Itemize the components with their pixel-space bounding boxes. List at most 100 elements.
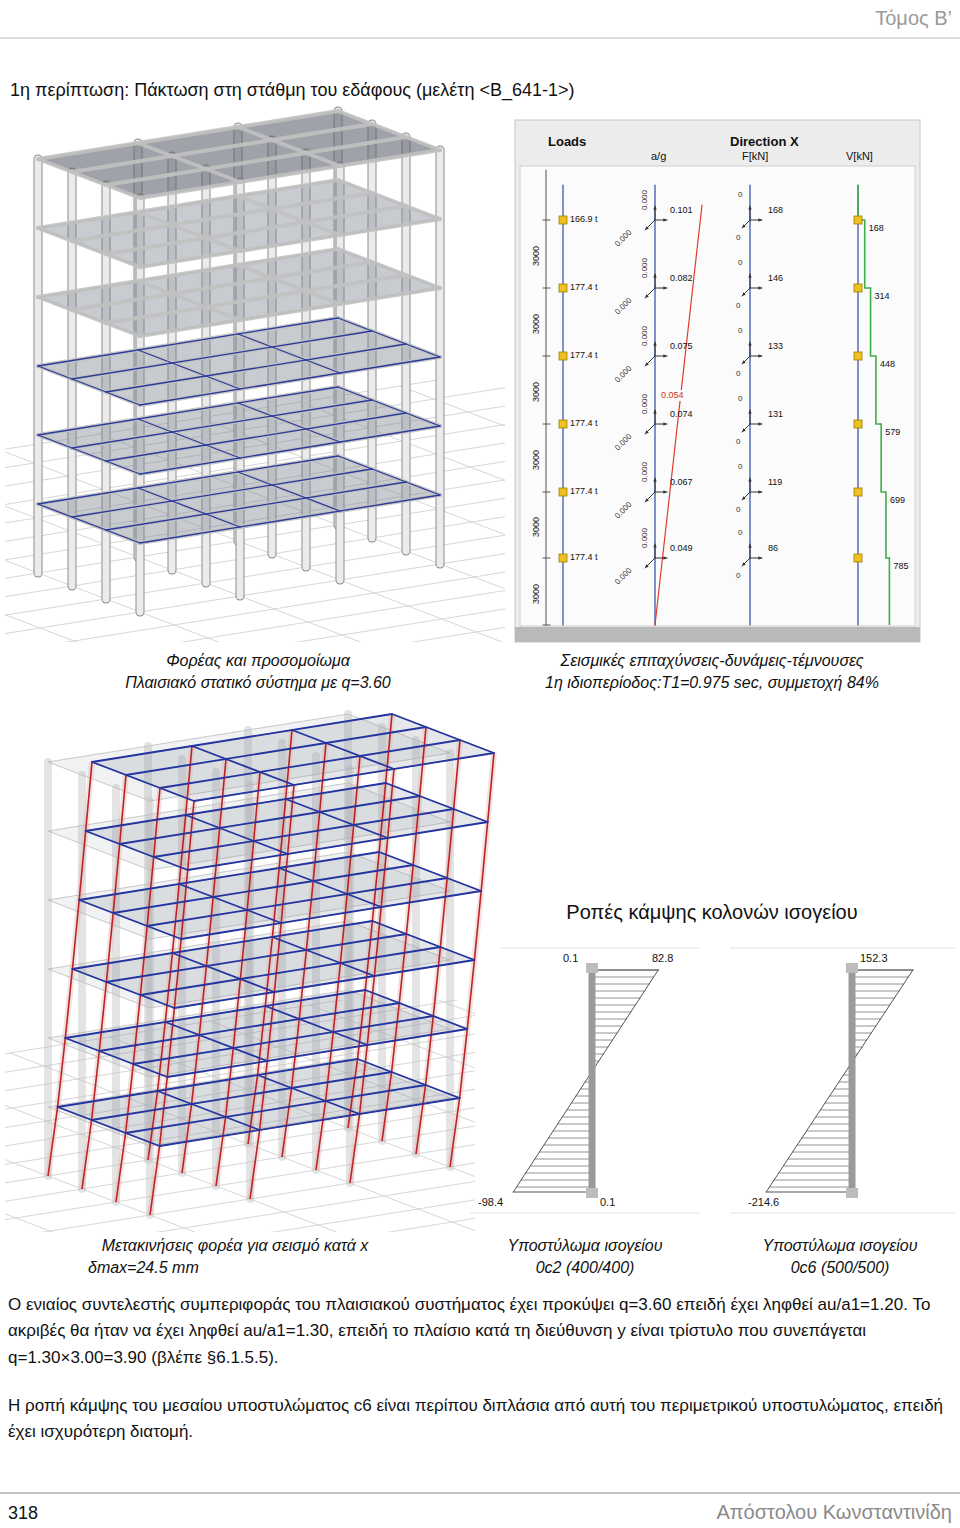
moment-outline — [852, 970, 913, 971]
beam-axis — [72, 400, 372, 448]
figure-caption: 0c2 (400/400) — [536, 1258, 635, 1277]
moment-hatch — [852, 1019, 881, 1020]
shear-marker — [854, 488, 862, 496]
beam-axis — [338, 318, 440, 357]
deformed-beam — [65, 990, 365, 1038]
beam-axis — [238, 472, 340, 511]
storey-height: 3000 — [531, 314, 542, 334]
deformed-beam — [167, 1029, 467, 1077]
deformed-beam — [106, 934, 406, 982]
arrow-line — [645, 288, 655, 298]
moment-hatch — [774, 1180, 852, 1181]
beam-axis — [140, 426, 440, 474]
shear-value: 314 — [875, 291, 890, 302]
arrow-head — [653, 342, 656, 346]
acceleration-distribution — [655, 205, 702, 625]
arrow-head — [748, 544, 751, 548]
footer-rule — [0, 1493, 960, 1494]
moment-hatch — [820, 1110, 852, 1111]
beam — [238, 127, 340, 166]
moment-hatch — [592, 984, 649, 985]
beam-axis — [106, 344, 406, 392]
moment-hatch — [535, 1159, 592, 1160]
deformed-beam — [133, 1016, 433, 1064]
shear-marker — [854, 284, 862, 292]
zero-value: 0.000 — [640, 394, 650, 414]
moment-hatch — [567, 1110, 592, 1111]
figure-caption: Πλαισιακό στατικό σύστημα με q=3.60 — [125, 673, 391, 692]
acceleration-value: 0.075 — [670, 341, 693, 352]
shear-value: 785 — [893, 561, 908, 572]
page-title: 1η περίπτωση: Πάκτωση στη στάθμη του εδά… — [10, 80, 575, 102]
beam-axis — [238, 403, 340, 442]
arrow-head — [742, 224, 746, 228]
arrow-head — [758, 422, 762, 425]
arrow-line — [742, 558, 750, 566]
acceleration-value: 0.054 — [660, 390, 685, 401]
deformed-beam — [272, 937, 374, 976]
beam-axis — [338, 456, 440, 495]
deformed-beam — [86, 831, 188, 870]
beam — [38, 297, 140, 336]
deformed-beam — [188, 822, 488, 870]
acceleration-value: 0.049 — [670, 543, 693, 554]
moment-hatch — [549, 1138, 592, 1139]
deformed-beam — [279, 868, 381, 907]
arrow-head — [742, 428, 746, 432]
beam — [38, 111, 338, 159]
force-value: 168 — [768, 205, 783, 216]
beam — [38, 318, 338, 366]
frame-model — [38, 111, 440, 612]
zero-value: 0 — [736, 233, 740, 243]
grid-line — [5, 426, 505, 642]
beam — [138, 143, 240, 182]
chart-plot-area — [520, 166, 915, 626]
grid-line — [5, 450, 505, 642]
moment-value: 82.8 — [652, 952, 673, 965]
arrow-head — [645, 294, 649, 298]
deformed-beam — [365, 990, 467, 1029]
deformed-column-body — [48, 762, 92, 1176]
moment-hatch — [592, 1005, 635, 1006]
arrow-head — [758, 286, 762, 289]
arrow-head — [645, 564, 649, 568]
beam — [338, 180, 440, 219]
zero-value: 0.000 — [640, 326, 650, 346]
figure-caption: Φορέας και προσομοίωμα — [166, 651, 350, 670]
seismic-chart — [543, 170, 889, 625]
shear-value: 448 — [880, 359, 895, 370]
moment-value: -98.4 — [478, 1196, 503, 1209]
storey-mass: 177.4 t — [570, 418, 598, 429]
arrow-head — [748, 478, 751, 482]
shear-marker — [854, 216, 862, 224]
shear-marker — [854, 420, 862, 428]
ground-grid — [5, 1000, 475, 1232]
deformed-beam — [181, 891, 481, 939]
arrow-head — [748, 410, 751, 414]
moment-hatch — [592, 991, 645, 992]
moment-value: -214.6 — [748, 1196, 779, 1209]
shear-marker — [854, 352, 862, 360]
beam — [38, 159, 140, 198]
page-number: 318 — [8, 1503, 38, 1525]
deformed-beam — [86, 783, 386, 831]
moment-hatch — [811, 1124, 852, 1125]
figure-caption: 1η ιδιοπερίοδος:T1=0.975 sec, συμμετοχή … — [545, 673, 879, 692]
mass-marker — [559, 488, 567, 496]
zero-value: 0 — [736, 437, 740, 447]
column-node — [846, 1188, 858, 1198]
mass-marker — [559, 420, 567, 428]
figure-caption: Μετακινήσεις φορέα για σεισμό κατά x — [102, 1236, 369, 1255]
beam — [38, 366, 140, 405]
beam — [238, 403, 340, 442]
arrow-head — [645, 226, 649, 230]
arrow-head — [748, 342, 751, 346]
beam — [238, 196, 340, 235]
arrow-head — [653, 544, 656, 548]
beam — [138, 488, 240, 527]
storey-mass: 177.4 t — [570, 552, 598, 563]
moment-frame-line — [470, 1213, 700, 1214]
beam — [138, 281, 240, 320]
moment-hatch — [793, 1152, 852, 1153]
arrow-line — [742, 424, 750, 432]
